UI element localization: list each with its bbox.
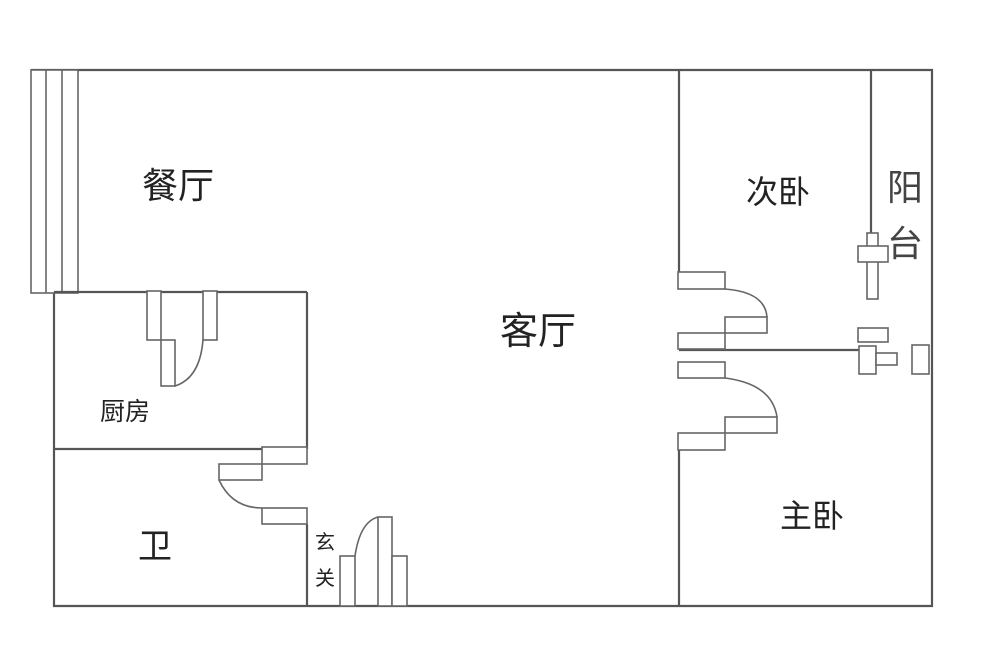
label-master-bedroom: 主卧: [780, 497, 844, 535]
bathroom-door[interactable]: [218, 446, 308, 525]
label-second-bedroom: 次卧: [746, 173, 810, 211]
balcony-fixtures: [857, 232, 930, 375]
label-balcony-2: 台: [887, 224, 923, 265]
window-dining: [30, 69, 79, 294]
label-living-room: 客厅: [500, 309, 576, 353]
label-bathroom: 卫: [138, 527, 172, 567]
label-balcony-1: 阳: [887, 168, 923, 209]
entrance-door[interactable]: [339, 516, 408, 607]
label-dining-room: 餐厅: [142, 166, 214, 207]
second-bedroom-door[interactable]: [677, 271, 768, 350]
label-entrance-2: 关: [315, 566, 335, 590]
interior-walls: [54, 70, 873, 606]
label-entrance-1: 玄: [315, 530, 335, 554]
master-bedroom-door[interactable]: [677, 361, 778, 451]
label-kitchen: 厨房: [100, 397, 150, 426]
outer-walls: [31, 68, 934, 608]
kitchen-door[interactable]: [146, 290, 218, 387]
